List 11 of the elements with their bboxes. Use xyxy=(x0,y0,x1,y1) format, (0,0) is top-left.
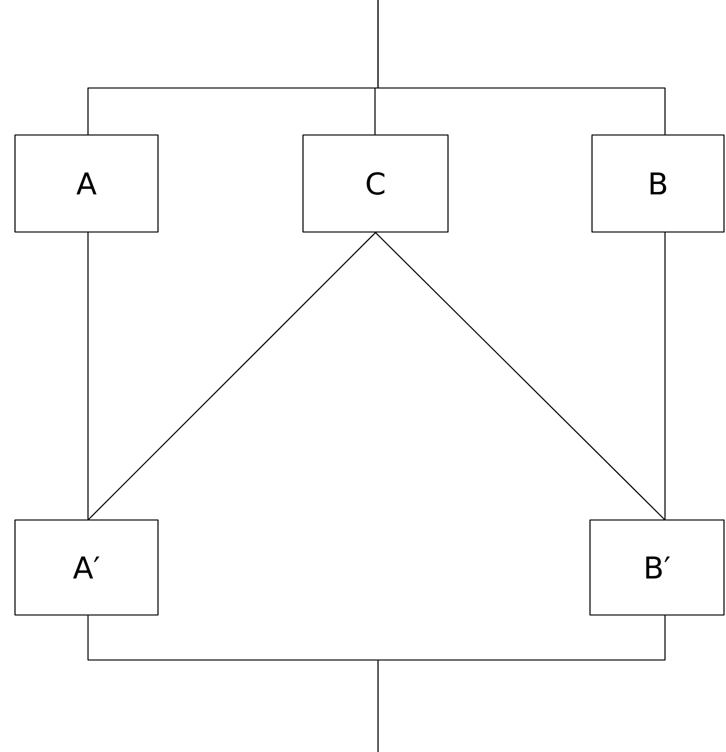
connector-line xyxy=(377,0,666,135)
block-box: B xyxy=(591,134,725,233)
connector-line xyxy=(375,232,666,520)
connector-line xyxy=(87,232,89,520)
block-box: A′ xyxy=(14,519,159,616)
block-box: C xyxy=(302,134,449,233)
block-box: B′ xyxy=(589,519,725,616)
connector-line xyxy=(377,615,666,752)
block-box: A xyxy=(14,134,159,233)
connector-line xyxy=(88,232,376,520)
connector-line xyxy=(664,232,666,520)
